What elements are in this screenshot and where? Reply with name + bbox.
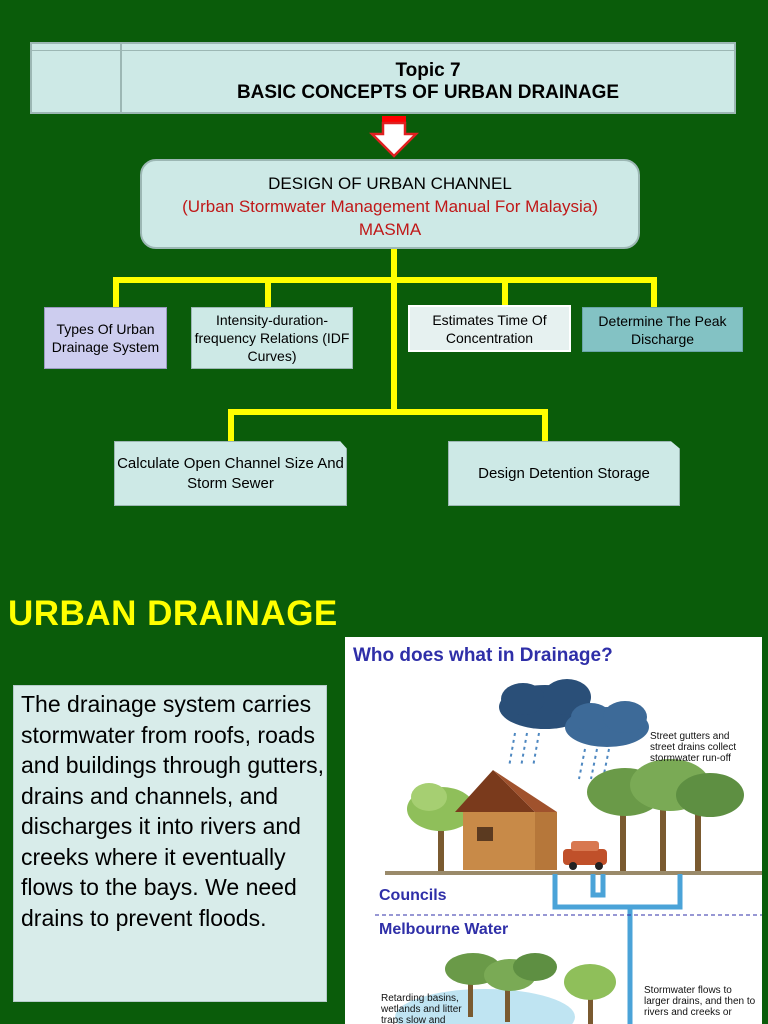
topic-number: Topic 7 [395, 60, 461, 81]
illustration-title: Who does what in Drainage? [353, 645, 613, 666]
connector-drop-1 [113, 277, 119, 307]
connector-row2-bar [228, 409, 548, 415]
connector-drop-5 [228, 409, 234, 441]
drainage-illustration: Who does what in Drainage? Street gutter… [345, 637, 762, 1024]
peak-discharge-box: Determine The Peak Discharge [582, 307, 743, 352]
gutters-note: Street gutters and street drains collect… [650, 731, 737, 764]
melbourne-water-label: Melbourne Water [379, 921, 509, 938]
open-channel-storm-sewer-box: Calculate Open Channel Size And Storm Se… [114, 441, 347, 506]
idf-curves-box: Intensity-duration-frequency Relations (… [191, 307, 353, 369]
tree-icon-3 [445, 953, 557, 1022]
header-titles: Topic 7 BASIC CONCEPTS OF URBAN DRAINAGE [122, 60, 734, 104]
masma-label: MASMA [358, 220, 422, 239]
topic-header: Topic 7 BASIC CONCEPTS OF URBAN DRAINAGE [30, 42, 736, 114]
types-of-urban-drainage-box: Types Of Urban Drainage System [44, 307, 167, 369]
drainage-description: The drainage system carries stormwater f… [13, 685, 327, 1002]
tree-icon-4 [564, 964, 616, 1024]
drainage-scene-graphic [375, 679, 762, 1024]
manual-name: (Urban Stormwater Management Manual For … [182, 197, 598, 216]
connector-trunk [391, 249, 397, 415]
stormwater-flows-note: Stormwater flows to larger drains, and t… [644, 985, 756, 1018]
design-title: DESIGN OF URBAN CHANNEL [268, 174, 512, 193]
header-left-cell [32, 44, 122, 112]
calc-label: Calculate Open Channel Size And Storm Se… [117, 454, 344, 492]
design-urban-channel-box: DESIGN OF URBAN CHANNEL (Urban Stormwate… [140, 159, 640, 249]
detention-storage-box: Design Detention Storage [448, 441, 680, 506]
connector-drop-3 [502, 277, 508, 305]
topic-title: BASIC CONCEPTS OF URBAN DRAINAGE [236, 82, 620, 103]
connector-drop-6 [542, 409, 548, 441]
idf-label: Intensity-duration-frequency Relations (… [194, 312, 350, 364]
connector-drop-4 [651, 277, 657, 307]
drain-pipes [552, 874, 683, 1024]
peak-label: Determine The Peak Discharge [598, 312, 727, 347]
detention-label: Design Detention Storage [478, 464, 650, 482]
car-icon [563, 841, 607, 870]
councils-label: Councils [379, 887, 447, 904]
tree-icon-2 [587, 759, 744, 872]
time-label: Estimates Time Of Concentration [432, 311, 547, 346]
types-label: Types Of Urban Drainage System [51, 321, 160, 355]
retarding-basins-note: Retarding basins, wetlands and litter tr… [381, 993, 462, 1024]
tree-icon [407, 783, 475, 872]
house-icon [455, 770, 557, 870]
down-arrow-icon [368, 116, 420, 158]
rain-cloud-icon-2 [565, 701, 649, 747]
connector-drop-2 [265, 277, 271, 307]
connector-row1-bar [113, 277, 657, 283]
time-of-concentration-box: Estimates Time Of Concentration [408, 305, 571, 352]
urban-drainage-heading: URBAN DRAINAGE [8, 594, 338, 633]
header-rule [32, 50, 734, 51]
